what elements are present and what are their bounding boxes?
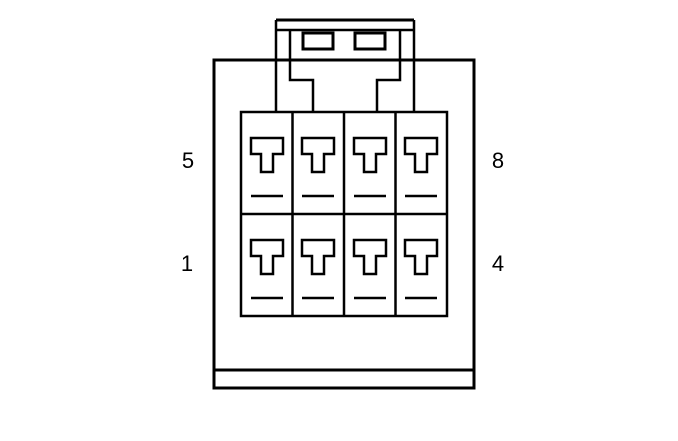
housing-body — [212, 58, 476, 390]
latch-left-arm — [288, 30, 315, 112]
terminal-cavities — [249, 136, 439, 300]
terminal-cavity-pin-4 — [403, 238, 439, 276]
terminal-cavity-pin-5 — [249, 136, 285, 174]
latch-window-left — [301, 31, 335, 51]
pin-label-bottom-left: 1 — [181, 251, 193, 276]
latch-right-arm — [375, 30, 402, 112]
pin-label-top-left: 5 — [182, 148, 194, 173]
connector-housing — [212, 58, 476, 390]
terminal-cavity-pin-3 — [352, 238, 388, 276]
pin-label-bottom-right: 4 — [492, 251, 504, 276]
latch-window-right — [353, 31, 387, 51]
terminal-cavity-pin-8 — [403, 136, 439, 174]
terminal-grid — [239, 110, 449, 318]
locking-latch — [274, 18, 416, 112]
pin-label-top-right: 8 — [492, 148, 504, 173]
terminal-cavity-pin-7 — [352, 136, 388, 174]
terminal-cavity-pin-1 — [249, 238, 285, 276]
terminal-cavity-pin-6 — [300, 136, 336, 174]
terminal-cavity-pin-2 — [300, 238, 336, 276]
